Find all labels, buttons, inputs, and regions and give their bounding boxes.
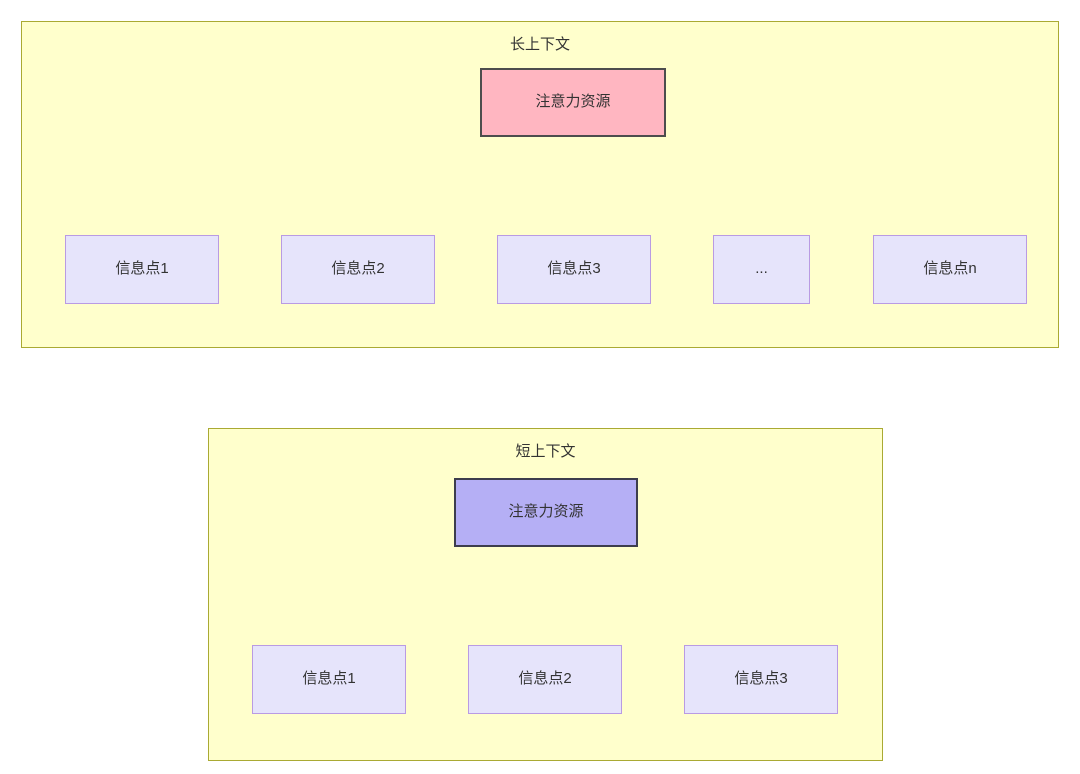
node-long-info-point-n[interactable]: 信息点n [873, 235, 1027, 304]
node-long-info-point-2[interactable]: 信息点2 [281, 235, 435, 304]
node-label: 信息点1 [115, 260, 169, 278]
node-label: 信息点2 [331, 260, 385, 278]
group-long-context-title: 长上下文 [509, 36, 570, 53]
node-label: 信息点3 [734, 670, 788, 688]
node-short-info-point-2[interactable]: 信息点2 [468, 645, 622, 714]
node-short-info-point-3[interactable]: 信息点3 [684, 645, 838, 714]
node-label: 信息点2 [518, 670, 572, 688]
group-short-context-title: 短上下文 [515, 443, 576, 460]
node-label: 信息点3 [547, 260, 601, 278]
node-long-attention-resource[interactable]: 注意力资源 [480, 68, 666, 137]
node-long-info-point-3[interactable]: 信息点3 [497, 235, 651, 304]
node-label: 注意力资源 [508, 503, 584, 521]
node-long-info-point-1[interactable]: 信息点1 [65, 235, 219, 304]
node-long-info-point-ellipsis[interactable]: ... [713, 235, 810, 304]
node-label: 注意力资源 [535, 93, 611, 111]
node-short-info-point-1[interactable]: 信息点1 [252, 645, 406, 714]
node-short-attention-resource[interactable]: 注意力资源 [454, 478, 638, 547]
node-label: ... [755, 260, 768, 278]
node-label: 信息点1 [302, 670, 356, 688]
node-label: 信息点n [923, 260, 977, 278]
